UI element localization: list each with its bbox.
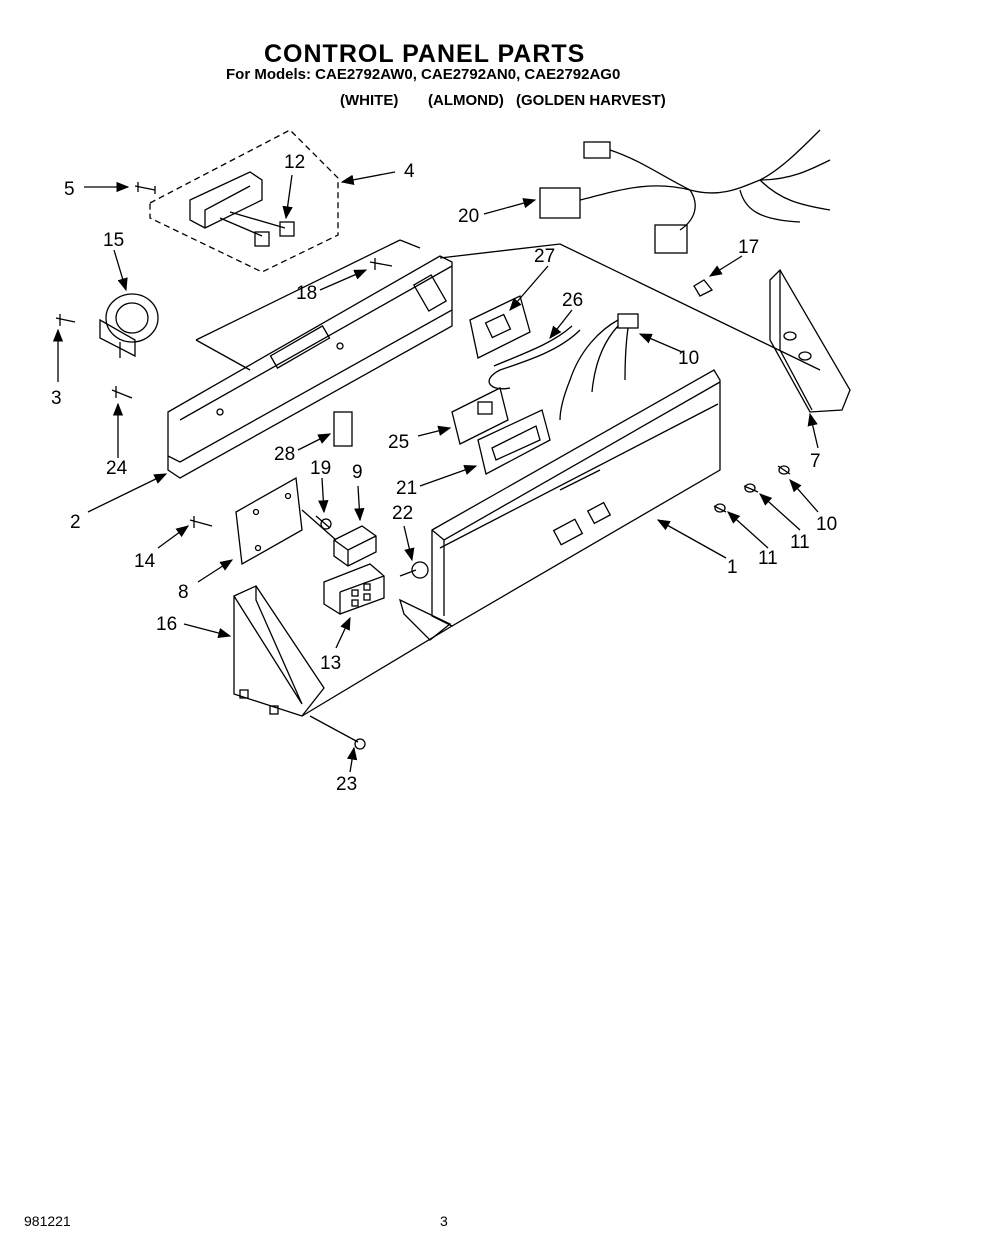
- callout-9: 10: [678, 348, 699, 369]
- callout-16: 16: [156, 614, 177, 635]
- screw-19: [315, 515, 331, 529]
- finish-white: (WHITE): [340, 92, 399, 109]
- callout-24: 24: [106, 458, 128, 479]
- page-number: 3: [440, 1213, 448, 1229]
- dashed-assembly-box: [149, 129, 339, 273]
- relay-8: [333, 525, 377, 567]
- finish-golden-harvest: (GOLDEN HARVEST): [516, 92, 666, 109]
- callout-28: 28: [274, 444, 295, 465]
- connector-20b: [654, 224, 688, 254]
- callout-17: 17: [738, 237, 759, 258]
- wire-harness-9: [559, 319, 629, 421]
- document-code: 981221: [24, 1213, 71, 1229]
- screw-18: [369, 258, 393, 270]
- switch-assembly: [189, 171, 263, 229]
- console-panel-1: [431, 369, 721, 627]
- callout-23: 23: [336, 774, 357, 795]
- callout-10a: 10: [816, 514, 837, 535]
- callout-10b: 11: [758, 548, 778, 569]
- callout-5: 5: [64, 179, 75, 200]
- callout-7: 8: [178, 582, 189, 603]
- callout-26: 26: [562, 290, 583, 311]
- page-title: CONTROL PANEL PARTS: [264, 40, 586, 68]
- clip-28: [333, 411, 353, 447]
- knob-part-12b: [279, 221, 295, 237]
- terminal-block-13: [323, 563, 385, 615]
- screw-5: [134, 182, 156, 194]
- callout-18: 18: [296, 283, 317, 304]
- end-cap-6: [769, 268, 851, 413]
- wire-harness-20: [579, 129, 831, 231]
- callout-13: 13: [320, 653, 341, 674]
- callout-4: 4: [404, 161, 415, 182]
- callout-15: 15: [103, 230, 124, 251]
- screw-24: [111, 386, 133, 399]
- screw-14: [189, 516, 213, 528]
- callout-8: 9: [352, 462, 363, 483]
- callout-12: 12: [284, 152, 305, 173]
- callout-27: 27: [534, 246, 555, 267]
- callout-22: 22: [392, 503, 413, 524]
- knob-22: [411, 561, 429, 579]
- mounting-plate-7: [235, 476, 303, 566]
- callout-2: 2: [70, 512, 81, 533]
- control-board-27: [469, 295, 531, 359]
- end-cap-16: [233, 585, 325, 717]
- callout-3: 3: [51, 388, 62, 409]
- screw-11: [743, 485, 759, 493]
- model-list: For Models: CAE2792AW0, CAE2792AN0, CAE2…: [226, 66, 621, 83]
- callout-20: 20: [458, 206, 479, 227]
- ribbon-cable-26: [488, 329, 581, 390]
- callout-11: 11: [790, 532, 810, 553]
- connector-20a: [539, 187, 581, 219]
- callout-19: 19: [310, 458, 331, 479]
- callout-1: 1: [727, 557, 738, 578]
- screw-3: [55, 314, 76, 326]
- screw-23: [309, 715, 359, 743]
- display-window-21: [477, 409, 551, 475]
- display-board-25: [451, 387, 509, 445]
- timer-motor-15: [105, 293, 159, 343]
- callout-21: 21: [396, 478, 417, 499]
- clip-17: [693, 279, 714, 297]
- callout-14: 14: [134, 551, 156, 572]
- knob-part-12a: [254, 231, 270, 247]
- callout-6: 7: [810, 451, 821, 472]
- connector-20c: [583, 141, 611, 159]
- finish-almond: (ALMOND): [428, 92, 504, 109]
- connector-9: [617, 313, 639, 329]
- callout-25: 25: [388, 432, 409, 453]
